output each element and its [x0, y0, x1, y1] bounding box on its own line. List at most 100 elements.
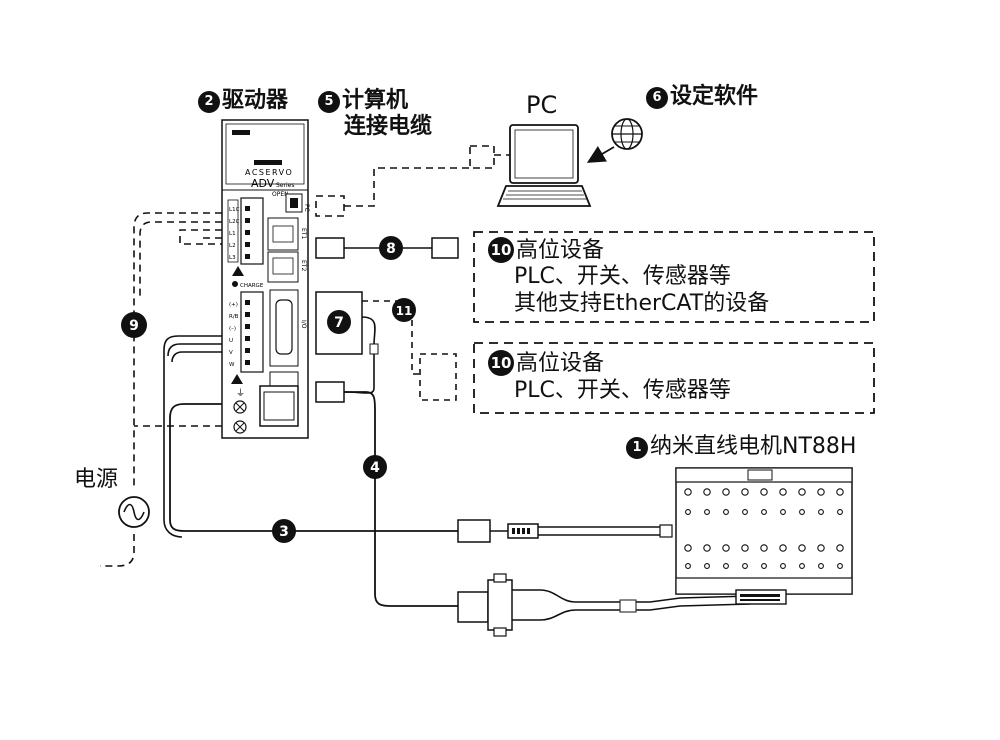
svg-text:9: 9	[129, 318, 139, 334]
motor-bolt	[780, 563, 786, 569]
motor-bolt	[779, 544, 787, 552]
motor-terminal-label-5: W	[229, 362, 235, 368]
software-label-text: 设定软件	[670, 84, 759, 109]
motor-bolt	[741, 544, 749, 552]
motor-bolt	[684, 544, 692, 552]
linear-motor	[675, 467, 853, 605]
motor-bolt	[684, 488, 692, 496]
motor-terminal-label-3: U	[229, 338, 233, 344]
svg-text:8: 8	[386, 241, 396, 257]
badge-5: 5	[318, 91, 340, 113]
badge-1: 1	[626, 437, 648, 459]
motor-bolt	[818, 509, 824, 515]
motor-wire-bundle	[163, 335, 222, 538]
install-arrow	[586, 145, 615, 163]
pc-port-label: PC	[303, 204, 310, 212]
motor-bolt	[780, 509, 786, 515]
pc-cable	[315, 145, 510, 217]
motor-terminal-label-1: R/B	[229, 314, 239, 320]
open-label: OPEN	[272, 191, 289, 198]
motor-bolt	[723, 563, 729, 569]
encoder-connector	[457, 573, 751, 637]
badge-10: 10	[488, 237, 514, 263]
motor-bolt	[799, 563, 805, 569]
io-label: I/O	[300, 320, 307, 329]
et1-label: ET1	[300, 228, 307, 239]
motor-power-cable	[169, 403, 673, 543]
motor-bolt	[703, 488, 711, 496]
badge-11: 11	[392, 298, 416, 322]
motor-bolt	[742, 509, 748, 515]
brand-logo	[232, 130, 250, 135]
charge-led-icon	[232, 281, 238, 287]
io-cable	[315, 291, 379, 403]
brand-badge	[254, 160, 282, 165]
motor-bolt	[741, 488, 749, 496]
power-terminal-label-2: L1	[229, 231, 236, 237]
driver-label-text: 驱动器	[222, 88, 289, 113]
motor-label-text: 纳米直线电机NT88H	[650, 434, 857, 459]
motor-bolt	[704, 509, 710, 515]
svg-text:11: 11	[396, 304, 413, 318]
driver-series-suffix: Series	[276, 182, 294, 189]
motor-bolt	[760, 544, 768, 552]
svg-text:4: 4	[370, 460, 380, 476]
motor-terminal-block	[240, 291, 264, 373]
host2-title-text: 高位设备	[516, 351, 605, 376]
power-terminal-label-3: L2	[229, 243, 236, 249]
host1-title-text: 高位设备	[516, 238, 605, 263]
motor-bolt	[722, 488, 730, 496]
motor-bolt	[761, 563, 767, 569]
motor-bolt	[798, 544, 806, 552]
power-terminal-block	[240, 197, 264, 265]
laptop-pc	[496, 124, 592, 207]
motor-bolt	[685, 563, 691, 569]
charge-label: CHARGE	[240, 283, 264, 289]
encoder-cable	[344, 391, 458, 607]
motor-terminal-label-4: V	[229, 350, 233, 356]
motor-bolt	[836, 544, 844, 552]
motor-bolt	[817, 544, 825, 552]
motor-bolt	[742, 563, 748, 569]
badge-7: 7	[327, 310, 351, 334]
power-terminal-label-0: L1C	[229, 207, 240, 213]
motor-terminal-label-2: (–)	[229, 326, 236, 332]
pc-cable-label-line1: 计算机	[342, 88, 409, 113]
motor-bolt	[837, 563, 843, 569]
host1-line2: PLC、开关、传感器等	[514, 264, 731, 289]
driver-series-text: ADV	[251, 177, 275, 190]
et2-label: ET2	[300, 260, 307, 271]
host1-line3: 其他支持EtherCAT的设备	[514, 291, 770, 316]
motor-terminal-label-0: (+)	[229, 302, 238, 308]
motor-bolt	[761, 509, 767, 515]
pc-label: PC	[526, 91, 558, 119]
svg-text:⏚: ⏚	[236, 388, 245, 399]
badge-9: 9	[121, 312, 147, 338]
motor-bolt	[818, 563, 824, 569]
power-terminal-label-4: L3	[229, 255, 236, 261]
power-label: 电源	[74, 467, 119, 492]
motor-terminal-labels: (+) R/B (–) UVW	[229, 302, 239, 368]
motor-bolt	[760, 488, 768, 496]
host2-line2: PLC、开关、传感器等	[514, 378, 731, 403]
pc-cable-label-2: 连接电缆	[344, 114, 433, 139]
svg-text:7: 7	[334, 315, 344, 331]
power-terminal-label-1: L2C	[229, 219, 240, 225]
motor-bolt	[799, 509, 805, 515]
svg-text:3: 3	[279, 524, 289, 540]
motor-bolt	[704, 563, 710, 569]
motor-bolt	[779, 488, 787, 496]
motor-bolt	[685, 509, 691, 515]
motor-bolt	[817, 488, 825, 496]
motor-bolt	[798, 488, 806, 496]
driver-brand-text: ACSERVO	[245, 168, 293, 177]
host-device-box-1	[473, 231, 875, 323]
power-cable	[100, 212, 222, 567]
